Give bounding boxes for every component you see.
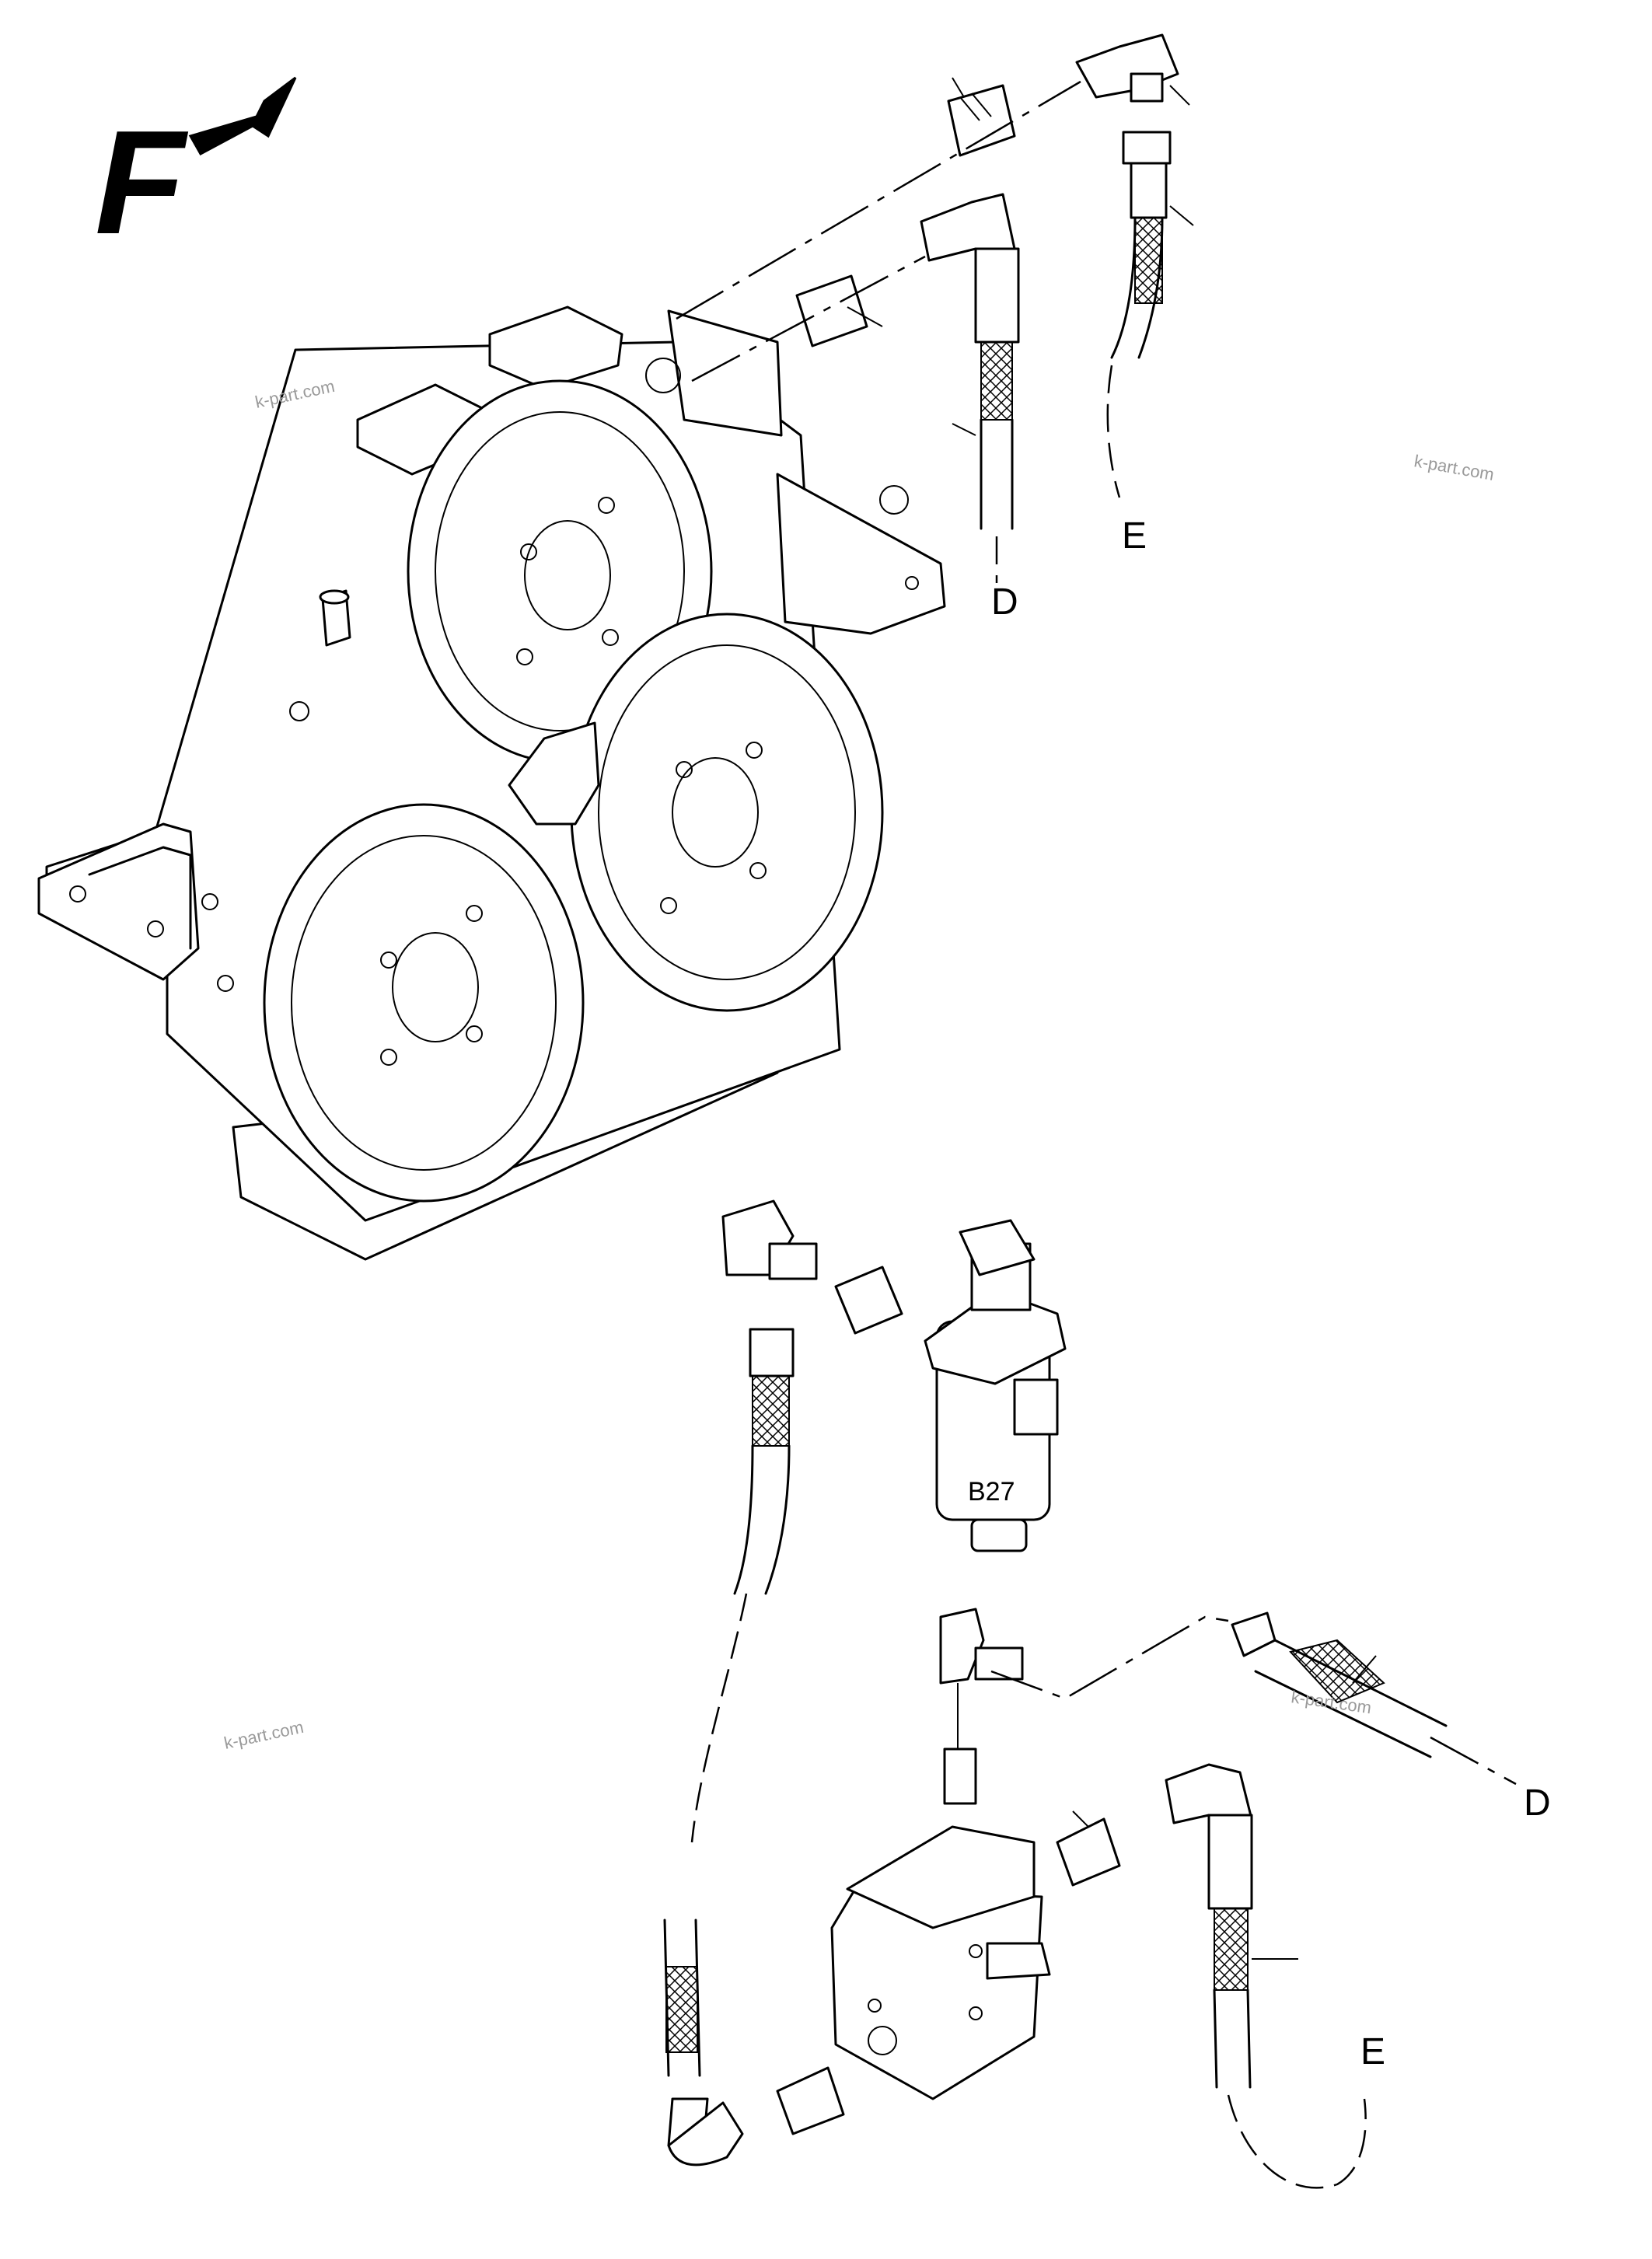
watermark: k-part.com — [1413, 451, 1496, 484]
gear-cover-left — [263, 803, 585, 1203]
front-direction-marker: F — [95, 76, 297, 265]
lower-right-hose-e — [1165, 1763, 1367, 2189]
front-arrow-icon — [188, 76, 297, 156]
line-label-e-bottom: E — [1360, 2031, 1385, 2072]
pressure-sensor-b27: B27 — [924, 1219, 1067, 1552]
lower-tee-fitting — [939, 1608, 1024, 1805]
upper-fitting-and-hose-d — [920, 193, 1020, 583]
line-label-d-top: D — [991, 581, 1018, 623]
center-flange — [508, 721, 600, 826]
route-line-upper — [676, 80, 1081, 320]
lower-right-hose-d — [990, 1611, 1517, 1786]
line-label-d-bottom: D — [1524, 1782, 1551, 1824]
upper-adapter-fittings — [795, 77, 1016, 347]
front-marker-letter: F — [95, 100, 189, 265]
line-label-e-top: E — [1122, 515, 1147, 557]
sensor-tee-fitting — [721, 1199, 903, 1335]
manifold-adapter-fittings — [776, 1810, 1121, 2135]
route-line-lower — [691, 255, 926, 382]
sensor-label: B27 — [968, 1477, 1015, 1507]
gear-cover-right — [570, 613, 884, 1012]
upper-fitting-and-hose-e — [1075, 33, 1194, 498]
valve-manifold-block — [830, 1825, 1051, 2100]
lower-left-hose — [663, 1328, 795, 2166]
watermark: k-part.com — [222, 1717, 306, 1753]
